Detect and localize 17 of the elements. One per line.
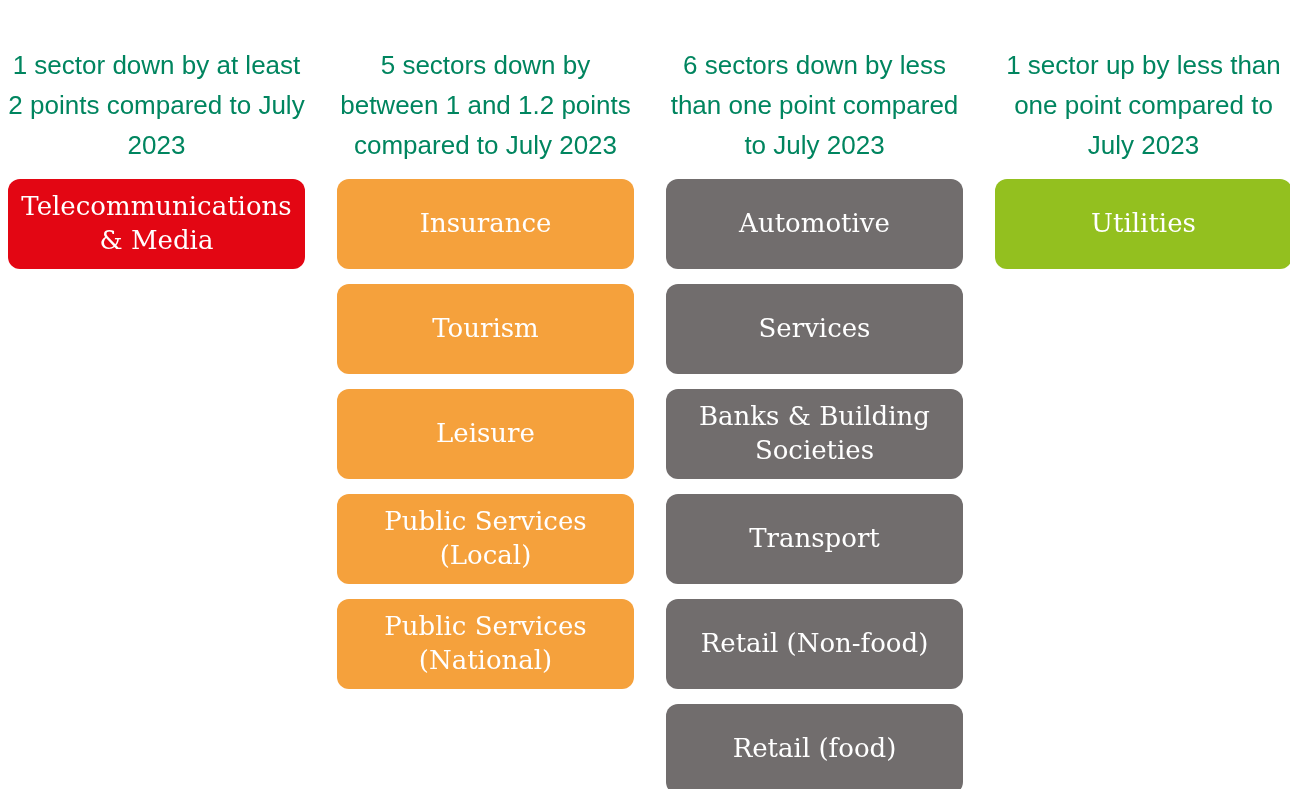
sector-box: Retail (food) — [666, 704, 963, 789]
sector-box: Telecommunications & Media — [8, 179, 305, 269]
sector-box: Banks & Building Societies — [666, 389, 963, 479]
column-heading: 1 sector down by at least 2 points compared to July 2023 — [8, 49, 305, 162]
sector-box: Tourism — [337, 284, 634, 374]
column-heading: 1 sector up by less than one point compared to July 2023 — [1005, 49, 1282, 162]
sector-box: Insurance — [337, 179, 634, 269]
sector-box: Automotive — [666, 179, 963, 269]
sector-box: Retail (Non-food) — [666, 599, 963, 689]
sector-box: Services — [666, 284, 963, 374]
sector-box: Public Services (Local) — [337, 494, 634, 584]
column-heading: 5 sectors down by between 1 and 1.2 points compared to July 2023 — [339, 49, 632, 162]
sector-box: Public Services (National) — [337, 599, 634, 689]
column-heading: 6 sectors down by less than one point compared to July 2023 — [669, 49, 960, 162]
sector-box: Leisure — [337, 389, 634, 479]
sector-box: Transport — [666, 494, 963, 584]
sector-box: Utilities — [995, 179, 1290, 269]
